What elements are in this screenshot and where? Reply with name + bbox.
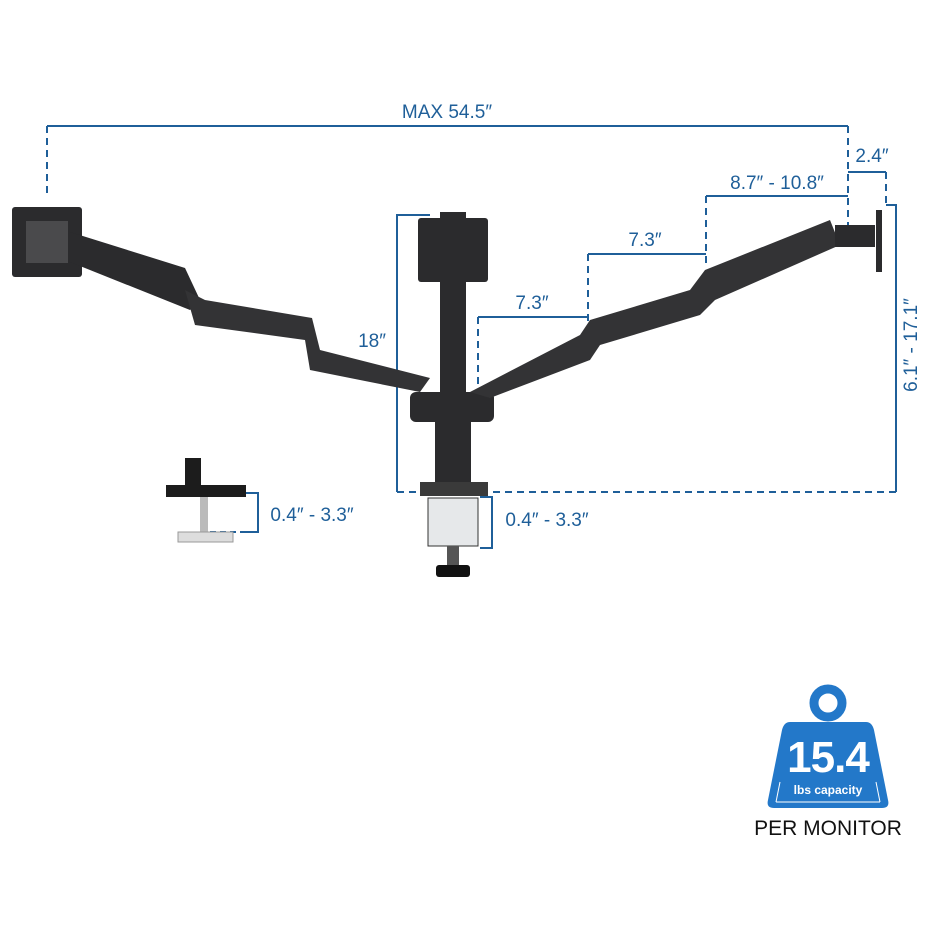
height-range-label: 6.1″ - 17.1″ — [901, 298, 922, 392]
tilt-offset-label: 2.4″ — [855, 146, 889, 167]
arm-extension-label: 8.7″ - 10.8″ — [730, 173, 824, 194]
per-monitor-caption: PER MONITOR — [754, 817, 902, 840]
clamp-range-center-label: 0.4″ - 3.3″ — [505, 510, 589, 531]
arm-body — [12, 207, 882, 577]
clamp-range-left-label: 0.4″ - 3.3″ — [270, 505, 354, 526]
capacity-unit: lbs capacity — [793, 783, 863, 797]
max-width-label: MAX 54.5″ — [401, 102, 493, 123]
arm-segment-upper-label: 7.3″ — [628, 230, 662, 251]
weight-badge — [767, 684, 889, 808]
pole-height-label: 18″ — [358, 331, 386, 352]
capacity-value: 15.4 — [787, 733, 870, 782]
arm-segment-lower-label: 7.3″ — [515, 293, 549, 314]
